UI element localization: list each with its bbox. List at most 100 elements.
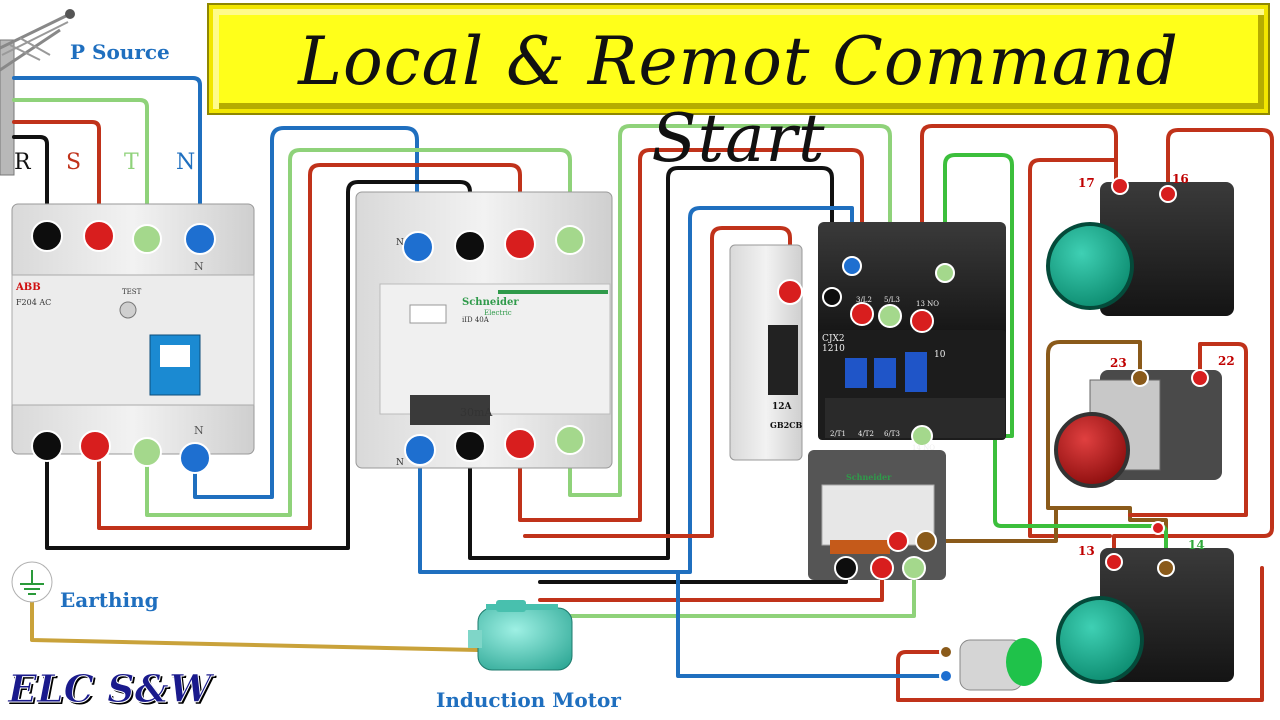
wire-earth xyxy=(30,598,480,652)
terminal-green xyxy=(878,304,902,328)
terminal-red xyxy=(870,556,894,580)
isolator-schneider xyxy=(355,191,613,469)
pilot-lamp xyxy=(959,638,1042,691)
isolator-brand: Schneider xyxy=(462,297,519,308)
terminal-blue xyxy=(939,669,953,683)
wire-s xyxy=(12,120,101,238)
wire-r-rcd-iso xyxy=(45,180,472,550)
terminal-23-label: 23 xyxy=(1110,356,1127,370)
isolator-n-bottom: N xyxy=(396,458,404,468)
breaker-model: GB2CB xyxy=(770,420,803,430)
terminal-green xyxy=(902,556,926,580)
terminal-17-label: 17 xyxy=(1078,176,1095,190)
wire-breaker xyxy=(523,226,792,538)
contactor-bottom-terminal: 14 NO xyxy=(912,444,935,452)
wire-iso-red xyxy=(518,148,864,522)
power-pole-icon xyxy=(0,9,75,176)
push-button-red xyxy=(1054,370,1222,488)
terminal-red xyxy=(1159,185,1177,203)
rcd-brand: ABB xyxy=(16,282,41,293)
title-banner: Local & Remot Command Start xyxy=(207,3,1270,177)
contactor-top-terminal: 3/L2 xyxy=(856,296,872,304)
wire-iso-green xyxy=(568,124,892,497)
terminal-green xyxy=(555,425,585,455)
terminal-black xyxy=(454,430,486,462)
push-button-green-top xyxy=(1046,182,1234,316)
terminal-brown xyxy=(1131,369,1149,387)
terminal-black xyxy=(31,430,63,462)
push-button-green-bottom xyxy=(1056,548,1234,684)
contactor-top-terminal: 13 NO xyxy=(916,300,939,308)
wire-s-rcd-iso xyxy=(97,163,522,530)
wire-r xyxy=(12,135,49,238)
terminal-green xyxy=(911,425,933,447)
terminal-22-label: 22 xyxy=(1218,354,1235,368)
wire-ctrl-brown-23 xyxy=(1046,340,1168,570)
rcd-n-bottom: N xyxy=(194,424,204,437)
terminal-red xyxy=(504,228,536,260)
wire-n-rcd-iso xyxy=(193,126,419,499)
terminal-blue xyxy=(402,231,434,263)
rcd-model: F204 AC xyxy=(16,298,52,307)
wire-ctrl-red-top xyxy=(920,124,1118,322)
wire-ctrl-red-22 xyxy=(1128,342,1248,517)
terminal-black xyxy=(822,287,842,307)
isolator-n-top: N xyxy=(396,238,404,248)
wire-t-rcd-iso xyxy=(145,148,572,517)
terminal-red xyxy=(887,530,909,552)
isolator-model: iID 40A xyxy=(462,316,489,324)
phase-s-label: S xyxy=(66,150,82,175)
terminal-brown xyxy=(915,530,937,552)
terminal-green xyxy=(132,224,162,254)
terminal-green xyxy=(555,225,585,255)
rcd-test-label: TEST xyxy=(122,288,142,296)
phase-t-label: T xyxy=(124,150,139,175)
terminal-blue xyxy=(404,434,436,466)
overload-relay xyxy=(808,450,946,580)
terminal-16-label: 16 xyxy=(1172,172,1189,186)
terminal-brown xyxy=(1157,559,1175,577)
terminal-red xyxy=(504,428,536,460)
rcd-n-top: N xyxy=(194,260,204,273)
wire-ctrl-red-left xyxy=(1028,158,1118,538)
induction-motor-icon xyxy=(468,600,573,671)
terminal-red xyxy=(1191,369,1209,387)
contactor-model: CJX2 xyxy=(822,334,845,344)
terminal-red xyxy=(1111,177,1129,195)
earthing-label: Earthing xyxy=(60,588,159,612)
isolator-sub: Electric xyxy=(484,309,512,317)
wire-n xyxy=(12,76,202,238)
contactor-sub: 1210 xyxy=(822,344,845,354)
overload-brand: Schneider xyxy=(846,472,892,482)
terminal-red xyxy=(850,302,874,326)
rcd-abb xyxy=(11,203,255,455)
brand-logo: ELC S&W xyxy=(8,666,213,712)
contactor-bottom-terminal: 6/T3 xyxy=(884,430,900,438)
terminal-black xyxy=(31,220,63,252)
terminal-blue xyxy=(842,256,862,276)
wire-ctrl-red-right xyxy=(1112,128,1274,562)
terminal-green xyxy=(132,437,162,467)
terminal-blue xyxy=(179,442,211,474)
wire-ctrl-brown-ov xyxy=(924,508,1058,543)
terminal-14-label: 14 xyxy=(1188,538,1205,552)
terminal-red xyxy=(1151,521,1165,535)
page-title: Local & Remot Command Start xyxy=(298,23,1179,177)
contactor-aux: 10 xyxy=(934,350,946,360)
terminal-red xyxy=(1105,553,1123,571)
wire-t xyxy=(12,98,149,238)
phase-n-label: N xyxy=(176,150,196,175)
contactor-bottom-terminal: 4/T2 xyxy=(858,430,874,438)
contactor-bottom-terminal: 2/T1 xyxy=(830,430,846,438)
terminal-13-label: 13 xyxy=(1078,544,1095,558)
phase-r-label: R xyxy=(14,150,31,175)
contactor-top-terminal: 5/L3 xyxy=(884,296,900,304)
terminal-brown xyxy=(939,645,953,659)
breaker-rating: 12A xyxy=(772,402,792,412)
isolator-rating: 30mA xyxy=(460,406,493,419)
contactor-cjx2 xyxy=(818,222,1006,440)
terminal-red xyxy=(79,430,111,462)
earthing-icon xyxy=(11,561,53,603)
terminal-green xyxy=(935,263,955,283)
